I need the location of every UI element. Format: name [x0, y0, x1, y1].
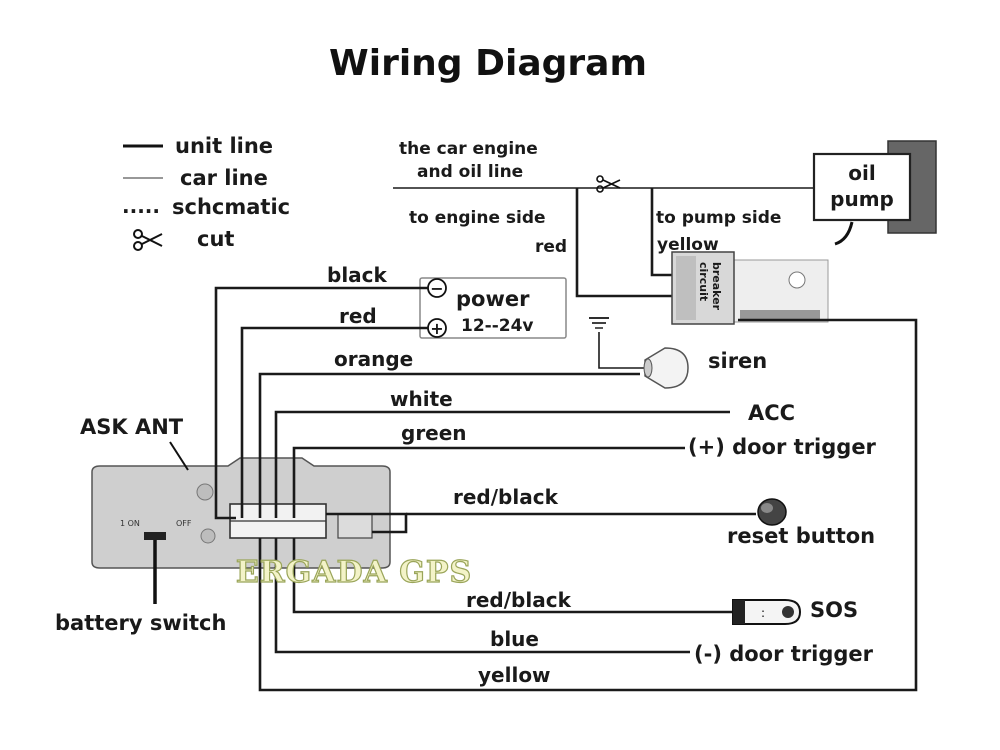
svg-text::: : [761, 606, 765, 620]
reset-button-icon [757, 498, 787, 526]
acc-label: ACC [748, 401, 795, 425]
battery-switch-on-label: 1 ON [120, 519, 140, 528]
legend-unit-line: unit line [175, 134, 273, 158]
pump-side-label: to pump side [656, 208, 781, 228]
sos-label: SOS [810, 598, 858, 622]
oil-pump-label-1: oil [848, 161, 875, 185]
wire-orange-label: orange [334, 347, 413, 371]
siren-icon [643, 347, 689, 389]
circuit-breaker: circuit breaker [671, 251, 829, 325]
legend-schematic: schcmatic [172, 195, 290, 219]
oil-pump: oil pump [812, 140, 937, 246]
power-supply: − + power 12--24v [419, 277, 567, 339]
engine-side-label: to engine side [409, 208, 546, 228]
power-minus-icon: − [430, 279, 443, 298]
legend-car-line: car line [180, 166, 268, 190]
wire-red-black-sos-label: red/black [466, 588, 572, 612]
power-voltage: 12--24v [461, 316, 534, 336]
ask-ant-label: ASK ANT [80, 415, 184, 439]
page-title: Wiring Diagram [329, 43, 647, 84]
door-trigger-negative-label: (-) door trigger [694, 642, 874, 666]
wire-black-label: black [327, 263, 388, 287]
engine-red-label: red [535, 237, 567, 257]
watermark-text: ERGADA GPS [236, 555, 472, 590]
pump-yellow-label: yellow [657, 235, 719, 255]
cut-scissors-icon [596, 175, 621, 193]
oil-pump-label-2: pump [830, 187, 894, 211]
scissors-icon [133, 229, 163, 251]
battery-switch-label: battery switch [55, 611, 226, 635]
engine-oil-section: the car engine and oil line to engine si… [393, 139, 937, 325]
engine-line-label-2: and oil line [417, 162, 523, 182]
battery-switch-toggle[interactable] [144, 532, 166, 540]
power-label: power [456, 287, 530, 311]
sos-button-icon: : [732, 599, 802, 625]
wire-yellow-label: yellow [478, 663, 551, 687]
wire-red-black-reset-label: red/black [453, 485, 559, 509]
battery-switch-off-label: OFF [176, 519, 192, 528]
door-trigger-positive-label: (+) door trigger [688, 435, 877, 459]
siren-label: siren [708, 349, 767, 373]
wire-white-label: white [390, 387, 453, 411]
power-plus-icon: + [430, 319, 443, 338]
unit-wires [214, 286, 918, 692]
reset-button-label: reset button [727, 524, 875, 548]
circuit-breaker-label-2: breaker [710, 262, 723, 311]
legend: unit line car line ..... schcmatic cut [122, 134, 290, 251]
legend-cut: cut [197, 227, 234, 251]
legend-schematic-dots: ..... [122, 194, 160, 218]
ground-icon [589, 317, 645, 369]
circuit-breaker-label-1: circuit [697, 262, 710, 301]
engine-line-label-1: the car engine [399, 139, 538, 159]
wire-green-label: green [401, 421, 467, 445]
wire-blue-label: blue [490, 627, 539, 651]
wire-red-label: red [339, 304, 377, 328]
